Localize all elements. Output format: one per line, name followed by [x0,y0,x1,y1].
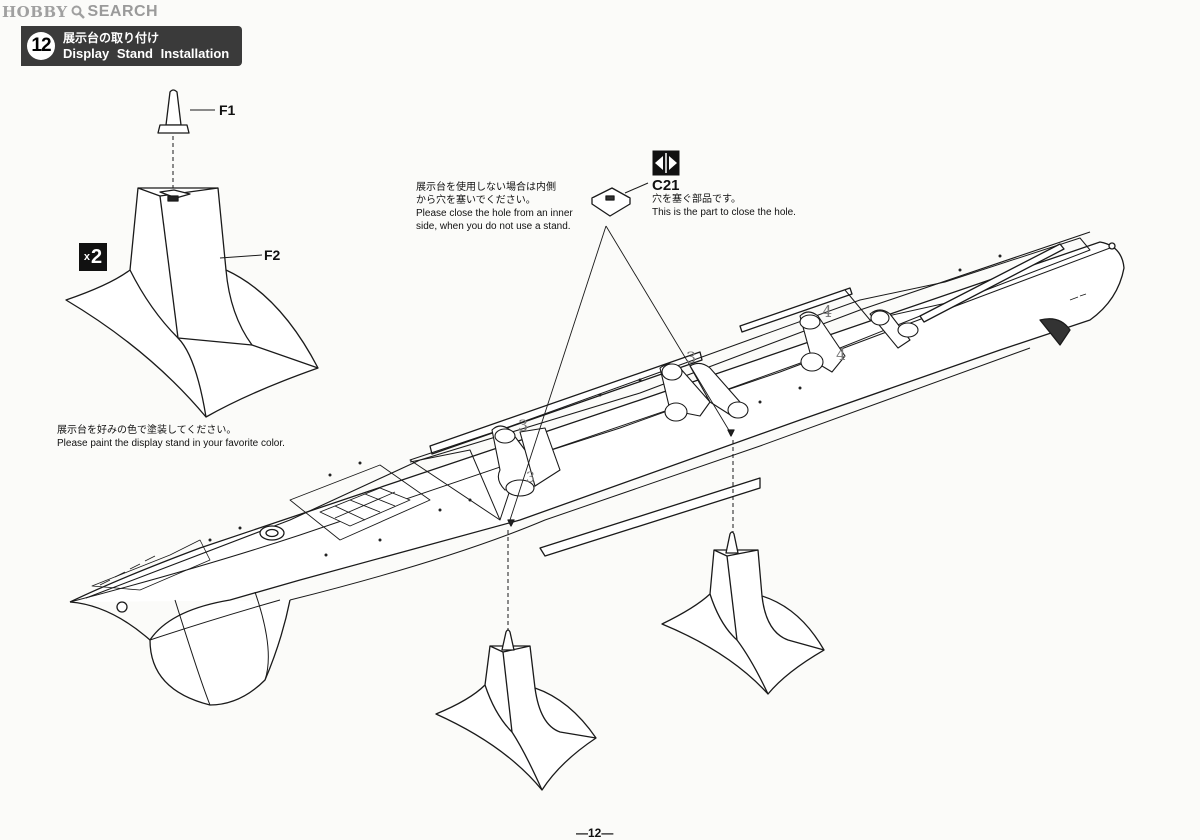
paint-note-jp: 展示台を好みの色で塗装してください。 [57,425,237,436]
step-number: 12 [27,32,55,60]
mirror-part-icon [652,150,680,176]
watermark: HOBBY SEARCH [2,3,158,21]
magnifier-icon [71,5,85,19]
hull-mark: 4 [822,302,833,321]
c21-note: 穴を塞ぐ部品です。 This is the part to close the … [652,193,796,219]
hull-mark: 4 [836,345,847,364]
close-hole-jp-2: から穴を塞いでください。 [416,195,536,206]
label-f1: F1 [219,102,236,118]
watermark-logo: HOBBY [2,3,68,21]
close-hole-en-2: side, when you do not use a stand. [416,221,571,232]
paint-note-en: Please paint the display stand in your f… [57,438,285,449]
step-title-en: Display Stand Installation [63,46,230,61]
stand-right [661,531,825,695]
part-c21 [509,182,731,521]
label-f2: F2 [264,247,281,263]
c21-note-en: This is the part to close the hole. [652,207,796,218]
stand-middle [435,629,597,791]
part-f2-stand [65,187,319,418]
hull-mark: 3 [526,470,535,486]
close-hole-note: 展示台を使用しない場合は内側 から穴を塞いでください。 Please close… [416,181,573,233]
label-c21: C21 [652,177,680,194]
hull-mark: 3 [518,416,529,435]
hull [69,231,1125,706]
paint-note: 展示台を好みの色で塗装してください。 Please paint the disp… [57,424,285,450]
page-number: —12— [576,826,614,840]
close-hole-jp-1: 展示台を使用しない場合は内側 [416,182,556,193]
part-f1-pin [157,89,215,195]
c21-note-jp: 穴を塞ぐ部品です。 [652,194,741,205]
quantity-prefix: x [83,251,90,263]
hull-mark: 3 [686,348,697,367]
close-hole-en-1: Please close the hole from an inner [416,208,573,219]
quantity-count: 2 [91,245,103,268]
step-title-jp: 展示台の取り付け [63,31,160,45]
watermark-text: SEARCH [87,3,159,20]
step-header: 12 展示台の取り付け Display Stand Installation [21,26,242,66]
